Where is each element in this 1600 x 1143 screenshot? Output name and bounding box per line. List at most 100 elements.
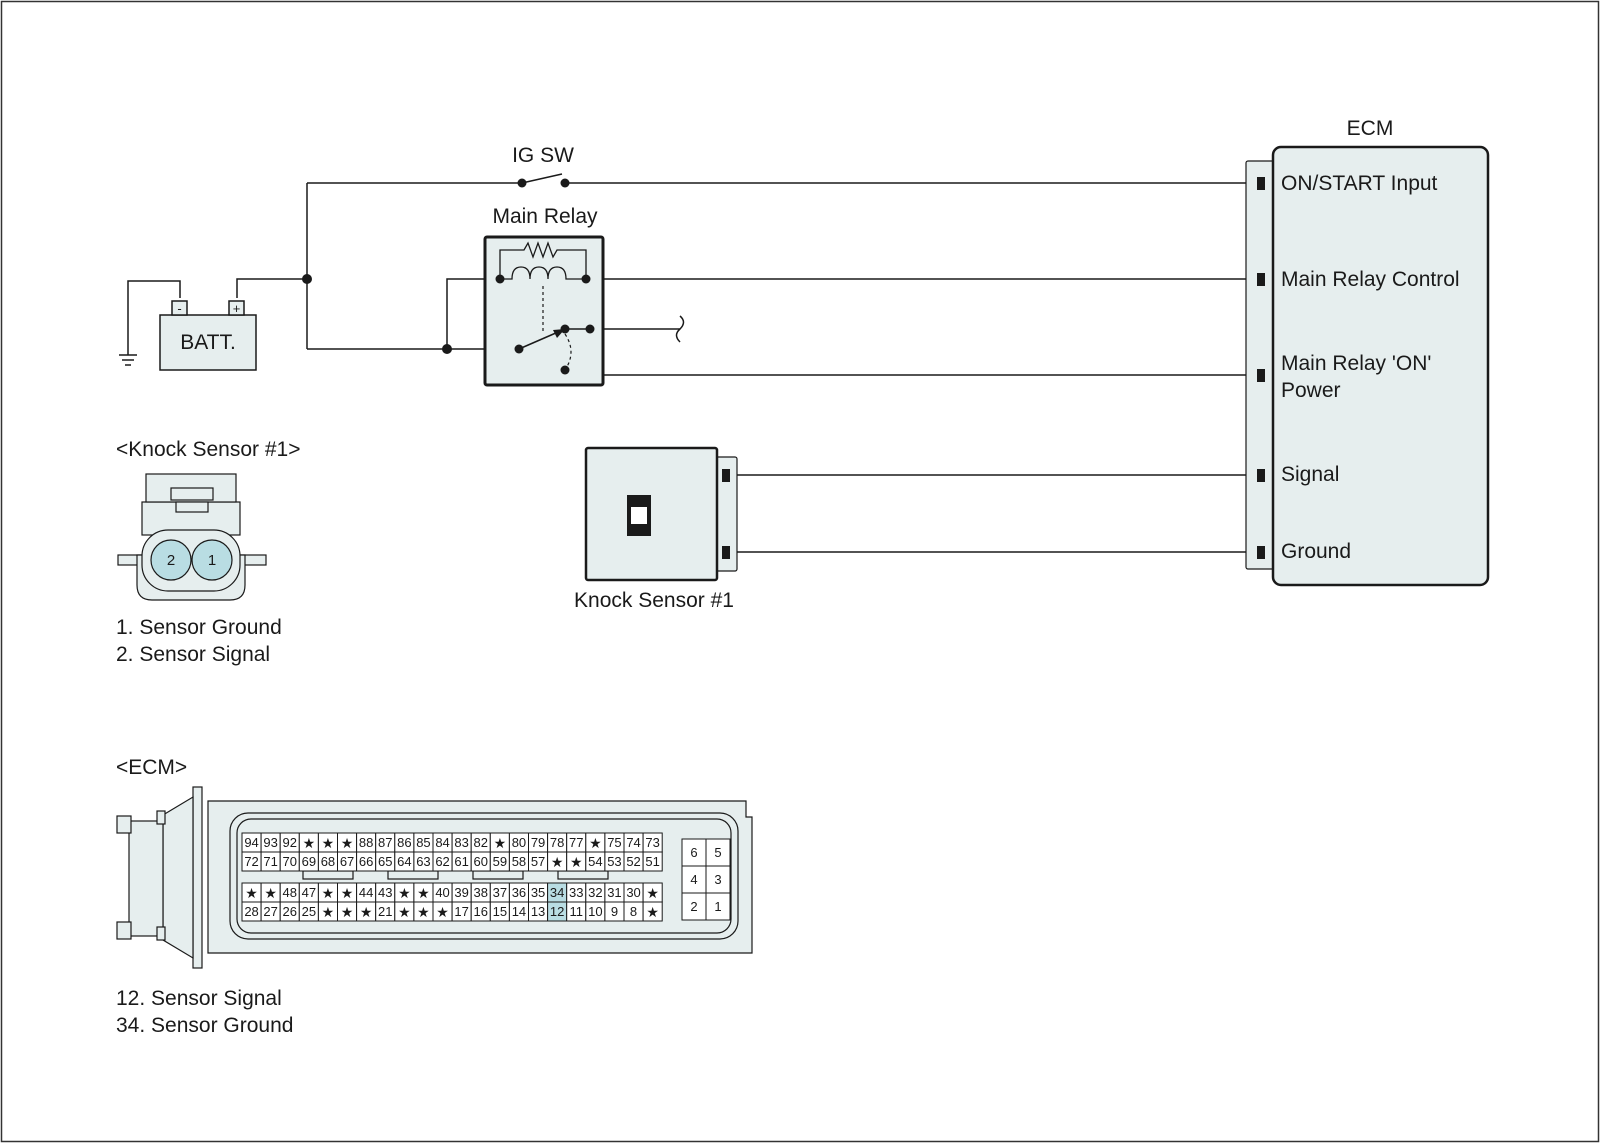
ecm-pin-number: 85 (416, 835, 430, 850)
ecm-pin-number: 94 (244, 835, 258, 850)
ecm-pin-number: ★ (322, 905, 335, 921)
ecm-pin-number: ★ (551, 855, 564, 871)
battery-positive-terminal (228, 300, 245, 316)
knock-connector-pin-1 (191, 539, 233, 581)
relay-coil (500, 266, 586, 280)
ecm-pin-number: 14 (512, 904, 526, 919)
ecm-pin-terminal (1257, 177, 1265, 190)
ecm-pin-number: 67 (340, 854, 354, 869)
ecm-legend-item: 34. Sensor Ground (116, 1014, 293, 1037)
ecm-aux-pin-number: 6 (690, 845, 697, 860)
ecm-pin-number: 92 (283, 835, 297, 850)
ig-sw-label: IG SW (512, 144, 574, 167)
ecm-pin-number: 60 (474, 854, 488, 869)
ecm-pin-number: 40 (435, 885, 449, 900)
piezo-element-core (631, 507, 647, 524)
ecm-pin-number: ★ (417, 886, 430, 902)
ecm-pin-number: ★ (264, 886, 277, 902)
ecm-pin-number: 69 (302, 854, 316, 869)
ecm-pin-number: 59 (493, 854, 507, 869)
ecm-pin-number: 63 (416, 854, 430, 869)
ecm-pin-number: 13 (531, 904, 545, 919)
main-relay-on-power-wire (589, 329, 1258, 376)
ecm-pin-number: 8 (630, 904, 637, 919)
ecm-pin-cell (642, 851, 663, 872)
ecm-pin-number: 75 (607, 835, 621, 850)
ecm-pin-number: ★ (417, 905, 430, 921)
ecm-pin-number: ★ (398, 905, 411, 921)
knock-pin-number: 2 (167, 552, 175, 569)
ground-symbol (119, 354, 137, 366)
ecm-pin-number: 48 (283, 885, 297, 900)
ecm-pin-number: 47 (302, 885, 316, 900)
ecm-pin-number: 51 (645, 854, 659, 869)
ecm-pin-number: 44 (359, 885, 373, 900)
ecm-pin-number: ★ (322, 886, 335, 902)
ecm-pin-terminal (1257, 469, 1265, 482)
ecm-pin-number: 37 (493, 885, 507, 900)
ecm-pin-number: 66 (359, 854, 373, 869)
wire-break-symbol (675, 315, 685, 343)
ecm-pin-label-on-start: ON/START Input (1281, 172, 1438, 195)
ig-sw-terminal (517, 178, 527, 188)
ecm-pin-number: ★ (303, 836, 316, 852)
ecm-pin-number: 79 (531, 835, 545, 850)
ecm-aux-pin-cell (681, 892, 707, 921)
ecm-pin-number: 68 (321, 854, 335, 869)
ecm-pin-number: ★ (646, 886, 659, 902)
ecm-pin-number: ★ (570, 855, 583, 871)
ig-sw-contact (521, 173, 563, 184)
ecm-pin-number: 73 (645, 835, 659, 850)
ig-switch: IG SW (512, 144, 574, 188)
ecm-pin-number: ★ (589, 836, 602, 852)
ecm-pin-number: 84 (435, 835, 449, 850)
knock-legend-item: 1. Sensor Ground (116, 616, 282, 639)
ecm-pin-terminal (1257, 273, 1265, 286)
ecm-pin-number: 12 (550, 904, 564, 919)
ecm-pin-number: 27 (263, 904, 277, 919)
ecm-pin-number: 71 (263, 854, 277, 869)
ecm-pin-number: 61 (454, 854, 468, 869)
ecm-pin-number: 70 (283, 854, 297, 869)
ecm-pin-number: 52 (626, 854, 640, 869)
main-relay-label: Main Relay (492, 205, 598, 228)
battery-ground-wire (127, 280, 181, 355)
ecm-pin-cell (642, 901, 663, 922)
ecm-pin-label-relay-power: Main Relay 'ON' (1281, 352, 1431, 375)
knock-connector-header: <Knock Sensor #1> (116, 438, 300, 461)
ecm-pin-number: 10 (588, 904, 602, 919)
ecm-pin-number: 39 (454, 885, 468, 900)
ecm-pin-terminal (1257, 369, 1265, 382)
ecm-pin-number: 16 (474, 904, 488, 919)
ecm-pin-number: 54 (588, 854, 602, 869)
main-relay: Main Relay (483, 205, 605, 387)
ecm-pin-number: 21 (378, 904, 392, 919)
ecm-pin-number: 25 (302, 904, 316, 919)
ecm-pin-number: 30 (626, 885, 640, 900)
ecm-pin-number: 93 (263, 835, 277, 850)
ecm-pin-number: 80 (512, 835, 526, 850)
ecm-pin-number: 74 (626, 835, 640, 850)
ecm-connector-header: <ECM> (116, 756, 187, 779)
battery-positive-wire (236, 278, 307, 298)
ecm-pin-number: ★ (494, 836, 507, 852)
ig-sw-terminal (560, 178, 570, 188)
relay-resistor (499, 241, 587, 279)
ecm-pin-number: ★ (341, 905, 354, 921)
ecm-pin-number: 88 (359, 835, 373, 850)
ecm-pin-label-relay-power-2: Power (1281, 379, 1341, 402)
ecm-aux-pin-number: 5 (714, 845, 721, 860)
ecm-aux-pin-number: 2 (690, 899, 697, 914)
ecm-title: ECM (1347, 117, 1394, 140)
knock-connector-view: <Knock Sensor #1> 2 1 1. Sensor Ground 2… (116, 438, 300, 666)
knock-sensor-terminal (722, 546, 730, 559)
battery-minus-sign: - (177, 301, 181, 316)
ecm-pin-number: 53 (607, 854, 621, 869)
ecm-pin-terminal (1257, 546, 1265, 559)
ecm-pin-number: 43 (378, 885, 392, 900)
ecm-pin-number: 15 (493, 904, 507, 919)
knock-sensor-component: Knock Sensor #1 (574, 446, 738, 612)
